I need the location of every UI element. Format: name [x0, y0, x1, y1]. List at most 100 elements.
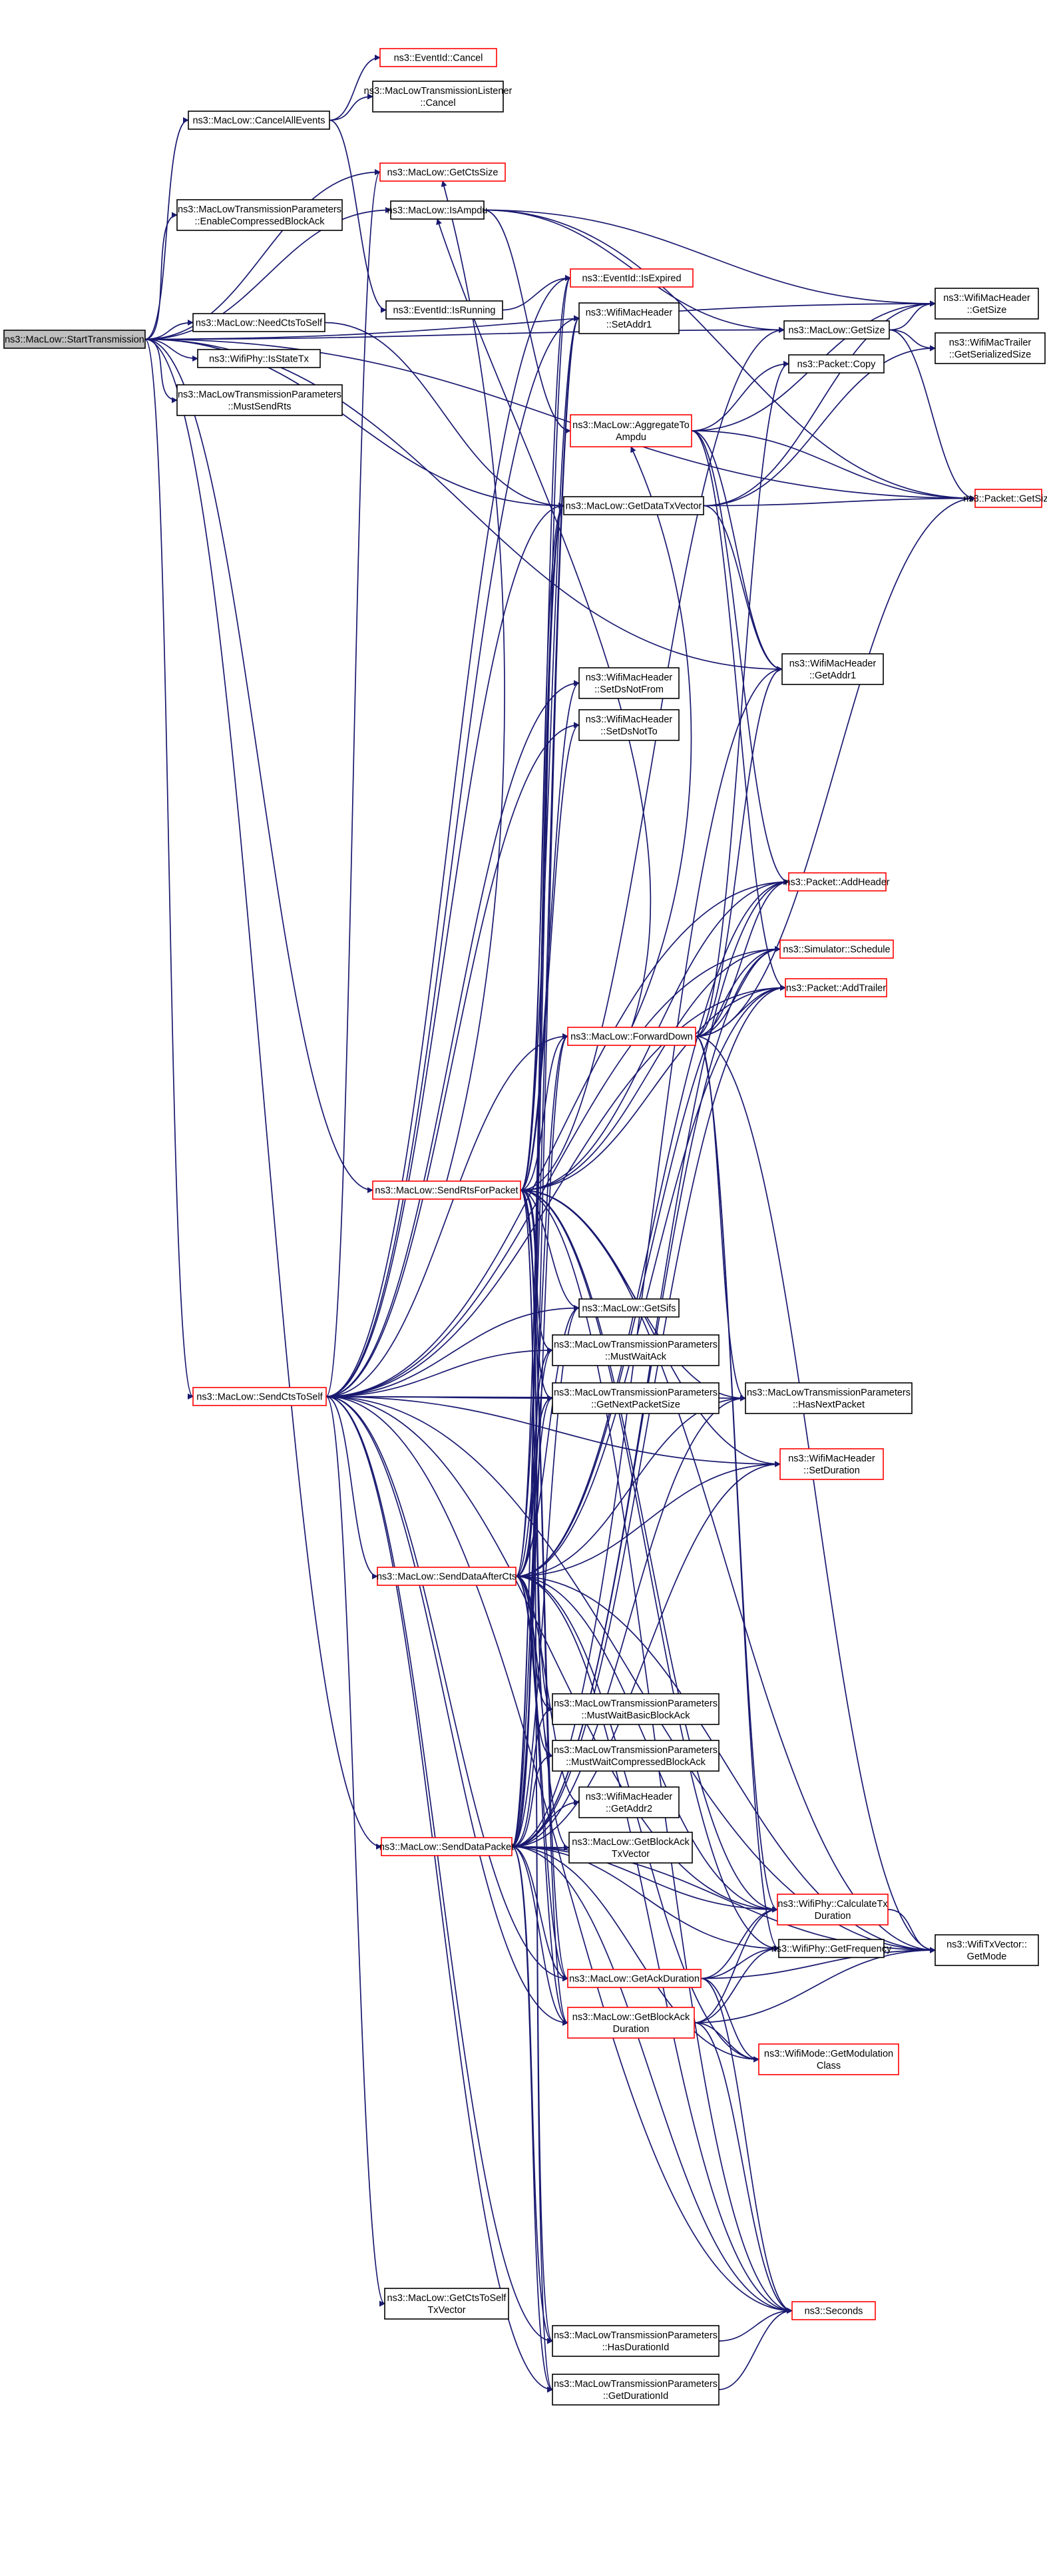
edge-aggregate-to-pktCopy	[691, 361, 789, 431]
edge-start-to-sendRts	[144, 338, 373, 1193]
node-nextPktSize-label-1: ::GetNextPacketSize	[591, 1400, 680, 1410]
node-sendData-label-0: ns3::MacLow::SendDataPacket	[379, 1842, 514, 1853]
node-pktGetSize-label-0: ns3::Packet::GetSize	[963, 494, 1047, 505]
node-setAddr1-label-0: ns3::WifiMacHeader	[586, 308, 673, 318]
node-sendCts[interactable]: ns3::MacLow::SendCtsToSelf	[192, 1387, 327, 1406]
node-forwardDown-label-0: ns3::MacLow::ForwardDown	[570, 1032, 693, 1043]
edge-sendData-to-hasNextPkt	[511, 1395, 746, 1848]
node-sendDataAfterCts-label-0: ns3::MacLow::SendDataAfterCts	[377, 1572, 517, 1583]
node-baDur-label-0: ns3::MacLow::GetBlockAck	[572, 2012, 690, 2023]
node-getMode[interactable]: ns3::WifiTxVector::GetMode	[935, 1934, 1039, 1966]
node-setDsNotTo-label-0: ns3::WifiMacHeader	[586, 714, 673, 725]
node-setAddr1[interactable]: ns3::WifiMacHeader::SetAddr1	[578, 302, 680, 334]
node-hasNextPkt-label-1: ::HasNextPacket	[793, 1400, 865, 1410]
node-ctsTxVector-label-1: TxVector	[427, 2305, 465, 2316]
node-getDurId-box	[552, 2374, 720, 2406]
edge-sendData-to-addTrailer	[511, 985, 786, 1848]
node-hasDurId-label-0: ns3::MacLowTransmissionParameters	[554, 2330, 718, 2341]
edge-sendRts-to-baDur	[520, 1189, 568, 2026]
node-trailerSize-label-0: ns3::WifiMacTrailer	[949, 338, 1032, 348]
node-hdrGetSize[interactable]: ns3::WifiMacHeader::GetSize	[935, 288, 1039, 320]
node-hasNextPkt-label-0: ns3::MacLowTransmissionParameters	[747, 1388, 911, 1398]
node-hasNextPkt[interactable]: ns3::MacLowTransmissionParameters::HasNe…	[745, 1382, 913, 1414]
node-setDsNotTo[interactable]: ns3::WifiMacHeader::SetDsNotTo	[578, 709, 680, 741]
node-mustSendRts-label-1: ::MustSendRts	[228, 401, 291, 412]
node-isAmpdu[interactable]: ns3::MacLow::IsAmpdu	[387, 200, 488, 220]
node-mustWaitAck[interactable]: ns3::MacLowTransmissionParameters::MustW…	[552, 1334, 720, 1366]
node-ackDur[interactable]: ns3::MacLow::GetAckDuration	[567, 1969, 702, 1988]
edge-aggregate-to-pktGetSize	[691, 430, 976, 501]
node-getMode-label-1: GetMode	[967, 1951, 1007, 1962]
node-getSifs[interactable]: ns3::MacLow::GetSifs	[578, 1298, 680, 1318]
node-addHeader[interactable]: ns3::Packet::AddHeader	[785, 872, 890, 892]
edge-sendDataAfterCts-to-seconds	[515, 1575, 793, 2314]
node-setDsNotTo-box	[578, 709, 680, 741]
node-sendData[interactable]: ns3::MacLow::SendDataPacket	[379, 1837, 514, 1856]
node-setDsNotFrom[interactable]: ns3::WifiMacHeader::SetDsNotFrom	[578, 667, 680, 699]
node-isAmpdu-box	[390, 200, 485, 220]
edge-start-to-sendData	[144, 338, 382, 1850]
node-seconds-label-0: ns3::Seconds	[805, 2306, 863, 2317]
node-pktCopy[interactable]: ns3::Packet::Copy	[788, 354, 885, 374]
node-macGetSize[interactable]: ns3::MacLow::GetSize	[783, 320, 890, 340]
node-isRunning[interactable]: ns3::EventId::IsRunning	[385, 300, 503, 320]
node-getAddr1[interactable]: ns3::WifiMacHeader::GetAddr1	[781, 653, 884, 685]
node-isExpired[interactable]: ns3::EventId::IsExpired	[570, 268, 694, 288]
node-getDurId[interactable]: ns3::MacLowTransmissionParameters::GetDu…	[552, 2374, 720, 2406]
edge-forwardDown-to-getAddr1	[695, 666, 783, 1037]
node-sendCts-label-0: ns3::MacLow::SendCtsToSelf	[196, 1392, 323, 1403]
node-schedule-label-0: ns3::Simulator::Schedule	[783, 945, 890, 955]
node-waitCompBA[interactable]: ns3::MacLowTransmissionParameters::MustW…	[552, 1740, 720, 1772]
node-trailerSize[interactable]: ns3::WifiMacTrailer::GetSerializedSize	[935, 332, 1046, 364]
node-start[interactable]: ns3::MacLow::StartTransmission	[3, 330, 146, 349]
edge-sendData-to-ackDur	[511, 1846, 568, 1981]
node-addTrailer-label-0: ns3::Packet::AddTrailer	[786, 983, 886, 994]
edge-aggregate-to-getAddr1	[691, 430, 783, 672]
node-mustSendRts[interactable]: ns3::MacLowTransmissionParameters::MustS…	[176, 384, 343, 416]
node-sendRts[interactable]: ns3::MacLow::SendRtsForPacket	[372, 1180, 521, 1200]
node-seconds[interactable]: ns3::Seconds	[791, 2301, 876, 2320]
node-evCancel[interactable]: ns3::EventId::Cancel	[379, 48, 497, 67]
node-cancelAll[interactable]: ns3::MacLow::CancelAllEvents	[188, 111, 330, 130]
node-hasDurId-label-1: ::HasDurationId	[602, 2342, 670, 2353]
node-schedule[interactable]: ns3::Simulator::Schedule	[779, 939, 894, 959]
node-setDuration[interactable]: ns3::WifiMacHeader::SetDuration	[779, 1448, 884, 1480]
node-forwardDown[interactable]: ns3::MacLow::ForwardDown	[567, 1027, 696, 1046]
node-getCtsSize[interactable]: ns3::MacLow::GetCtsSize	[379, 162, 506, 182]
edge-sendDataAfterCts-to-mustWaitAck	[515, 1347, 553, 1577]
node-pktGetSize[interactable]: ns3::Packet::GetSize	[963, 489, 1047, 508]
node-hasDurId-box	[552, 2325, 720, 2357]
node-addTrailer[interactable]: ns3::Packet::AddTrailer	[785, 978, 887, 997]
node-listenerCancel-label-1: ::Cancel	[420, 98, 455, 109]
node-nextPktSize[interactable]: ns3::MacLowTransmissionParameters::GetNe…	[552, 1382, 720, 1414]
node-needCts[interactable]: ns3::MacLow::NeedCtsToSelf	[192, 313, 325, 332]
node-sendDataAfterCts-box	[377, 1567, 517, 1586]
edge-sendCts-to-setAddr1	[325, 315, 580, 1398]
edge-sendCts-to-baDur	[325, 1396, 568, 2026]
node-getFreq[interactable]: ns3::WifiPhy::GetFrequency	[771, 1939, 892, 1958]
node-listenerCancel[interactable]: ns3::MacLowTransmissionListener::Cancel	[364, 81, 513, 113]
node-sendDataAfterCts[interactable]: ns3::MacLow::SendDataAfterCts	[377, 1567, 517, 1586]
node-enableCompressed[interactable]: ns3::MacLowTransmissionParameters::Enabl…	[176, 199, 343, 231]
node-dataTxVector[interactable]: ns3::MacLow::GetDataTxVector	[563, 496, 704, 515]
edge-aggregate-to-addHeader	[691, 430, 789, 885]
node-hasDurId[interactable]: ns3::MacLowTransmissionParameters::HasDu…	[552, 2325, 720, 2357]
edge-sendCts-to-getSifs	[325, 1305, 580, 1398]
node-sendRts-label-0: ns3::MacLow::SendRtsForPacket	[375, 1186, 518, 1196]
node-macGetSize-box	[783, 320, 890, 340]
node-hdrGetSize-label-1: ::GetSize	[967, 305, 1007, 316]
edge-sendDataAfterCts-to-nextPktSize	[515, 1395, 553, 1577]
node-isRunning-box	[385, 300, 503, 320]
node-isStateTx[interactable]: ns3::WifiPhy::IsStateTx	[197, 349, 321, 368]
node-waitBasicBA[interactable]: ns3::MacLowTransmissionParameters::MustW…	[552, 1693, 720, 1725]
node-getAddr2[interactable]: ns3::WifiMacHeader::GetAddr2	[578, 1786, 680, 1818]
node-isExpired-box	[570, 268, 694, 288]
node-baTxVector-label-1: TxVector	[612, 1849, 650, 1860]
